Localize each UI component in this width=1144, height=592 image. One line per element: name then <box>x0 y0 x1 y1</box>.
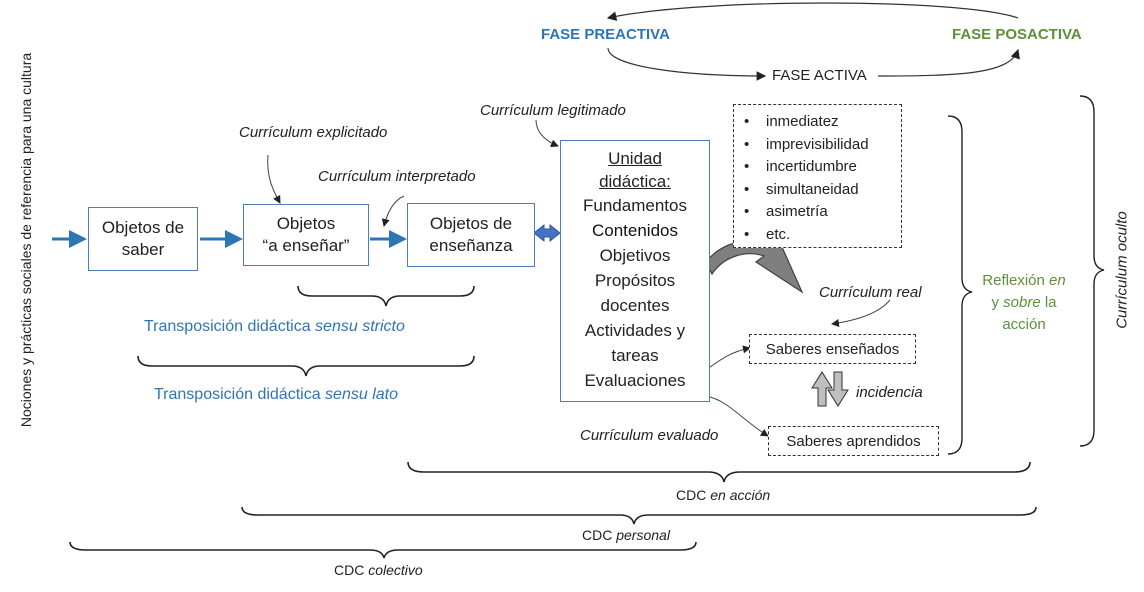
curriculum-real-label: Currículum real <box>819 284 922 301</box>
bullet-item: imprevisibilidad <box>744 134 893 157</box>
characteristics-list: inmediatez imprevisibilidad incertidumbr… <box>734 105 901 246</box>
cdc-personal-term: personal <box>616 527 670 543</box>
curriculum-interpretado-label: Currículum interpretado <box>318 168 476 185</box>
box-objetos-saber: Objetos de saber <box>88 207 198 271</box>
connector-explicitado <box>267 154 281 204</box>
cdc-accion-label: CDC en acción <box>676 487 770 503</box>
reflexion-sobre: sobre <box>1003 294 1041 311</box>
saberes-aprendidos-text: Saberes aprendidos <box>786 432 921 450</box>
cycle-left-curve <box>607 47 767 81</box>
nociones-vertical-label: Nociones y prácticas sociales de referen… <box>18 52 34 428</box>
brace-lato <box>137 355 475 377</box>
cdc-colectivo-term: colectivo <box>368 562 423 578</box>
reflexion-label: Reflexión en y sobre la acción <box>976 270 1072 336</box>
cdc-colectivo-prefix: CDC <box>334 562 369 578</box>
connector-legitimado <box>535 119 559 148</box>
characteristics-box: inmediatez imprevisibilidad incertidumbr… <box>733 104 902 248</box>
curriculum-oculto-label: Currículum oculto <box>1113 211 1131 329</box>
connector-interpretado <box>381 195 405 227</box>
bullet-item: etc. <box>744 224 893 247</box>
brace-stricto <box>297 285 475 307</box>
cycle-right-line <box>877 48 1020 77</box>
bullet-item: simultaneidad <box>744 179 893 202</box>
transposicion-lato-term: sensu lato <box>325 386 398 403</box>
unidad-item-contenidos: Contenidos <box>591 221 678 240</box>
box-objetos-ensenanza: Objetos de enseñanza <box>407 203 535 267</box>
transposicion-stricto-label: Transposición didáctica sensu stricto <box>144 318 405 336</box>
cdc-accion-term: en acción <box>710 487 771 503</box>
objetos-ensenar-line1: Objetos <box>276 214 336 233</box>
connector-to-ensenados <box>705 345 751 371</box>
cdc-colectivo-label: CDC colectivo <box>334 562 423 578</box>
unidad-item-evaluaciones: Evaluaciones <box>584 371 686 390</box>
objetos-ensenar-line2: “a enseñar” <box>262 236 350 255</box>
reflexion-line1: Reflexión en <box>976 270 1072 292</box>
fase-preactiva-label: FASE PREACTIVA <box>541 26 670 43</box>
reflexion-en: en <box>1049 272 1066 289</box>
reflexion-la: la <box>1040 294 1057 311</box>
unidad-item-docentes: docentes <box>600 296 670 315</box>
transposicion-stricto-text: Transposición didáctica <box>144 318 316 335</box>
reflexion-text: Reflexión <box>982 272 1049 289</box>
cdc-accion-prefix: CDC <box>676 487 711 503</box>
unidad-item-propositos: Propósitos <box>594 271 676 290</box>
bullet-item: inmediatez <box>744 111 893 134</box>
box-objetos-ensenar: Objetos “a enseñar” <box>243 204 369 266</box>
connector-to-aprendidos <box>705 395 769 437</box>
curriculum-evaluado-label: Currículum evaluado <box>580 427 719 444</box>
brace-cdc-personal <box>241 506 1037 525</box>
brace-cdc-accion <box>407 461 1031 483</box>
reflexion-y: y <box>991 294 1004 311</box>
brace-cdc-colectivo <box>69 541 697 559</box>
unidad-item-actividades: Actividades y <box>584 321 686 340</box>
incidencia-label: incidencia <box>856 384 923 401</box>
reflexion-line2: y sobre la <box>976 292 1072 314</box>
transposicion-lato-text: Transposición didáctica <box>154 386 326 403</box>
cycle-top-arrow <box>606 2 1019 21</box>
curriculum-legitimado-label: Currículum legitimado <box>480 102 626 119</box>
incidencia-up-arrow <box>811 371 833 407</box>
transposicion-stricto-term: sensu stricto <box>315 318 405 335</box>
saberes-ensenados-text: Saberes enseñados <box>765 340 900 358</box>
double-arrow <box>533 223 561 243</box>
box-saberes-ensenados: Saberes enseñados <box>749 334 916 364</box>
box-unidad-didactica: Unidad didáctica: Fundamentos Contenidos… <box>560 140 710 402</box>
unidad-title-2: didáctica: <box>599 172 671 191</box>
brace-oculto <box>1079 95 1105 447</box>
cdc-personal-prefix: CDC <box>582 527 617 543</box>
gray-curved-arrow <box>705 236 804 294</box>
brace-reflexion <box>947 115 973 455</box>
reflexion-line3: acción <box>1002 316 1046 333</box>
unidad-item-tareas: tareas <box>611 346 659 365</box>
box-saberes-aprendidos: Saberes aprendidos <box>768 426 939 456</box>
fase-posactiva-label: FASE POSACTIVA <box>952 26 1082 43</box>
transposicion-lato-label: Transposición didáctica sensu lato <box>154 386 398 404</box>
objetos-ensenanza-text: Objetos de enseñanza <box>429 214 513 255</box>
objetos-saber-text: Objetos de saber <box>101 218 185 259</box>
unidad-item-fundamentos: Fundamentos <box>583 196 687 215</box>
cdc-personal-label: CDC personal <box>582 527 670 543</box>
bullet-item: incertidumbre <box>744 156 893 179</box>
connector-real <box>831 299 891 327</box>
unidad-title-1: Unidad <box>608 149 662 168</box>
curriculum-explicitado-label: Currículum explicitado <box>239 124 388 141</box>
fase-activa-label: FASE ACTIVA <box>772 67 867 84</box>
unidad-item-objetivos: Objetivos <box>599 246 671 265</box>
incidencia-down-arrow <box>827 371 849 407</box>
bullet-item: asimetría <box>744 201 893 224</box>
